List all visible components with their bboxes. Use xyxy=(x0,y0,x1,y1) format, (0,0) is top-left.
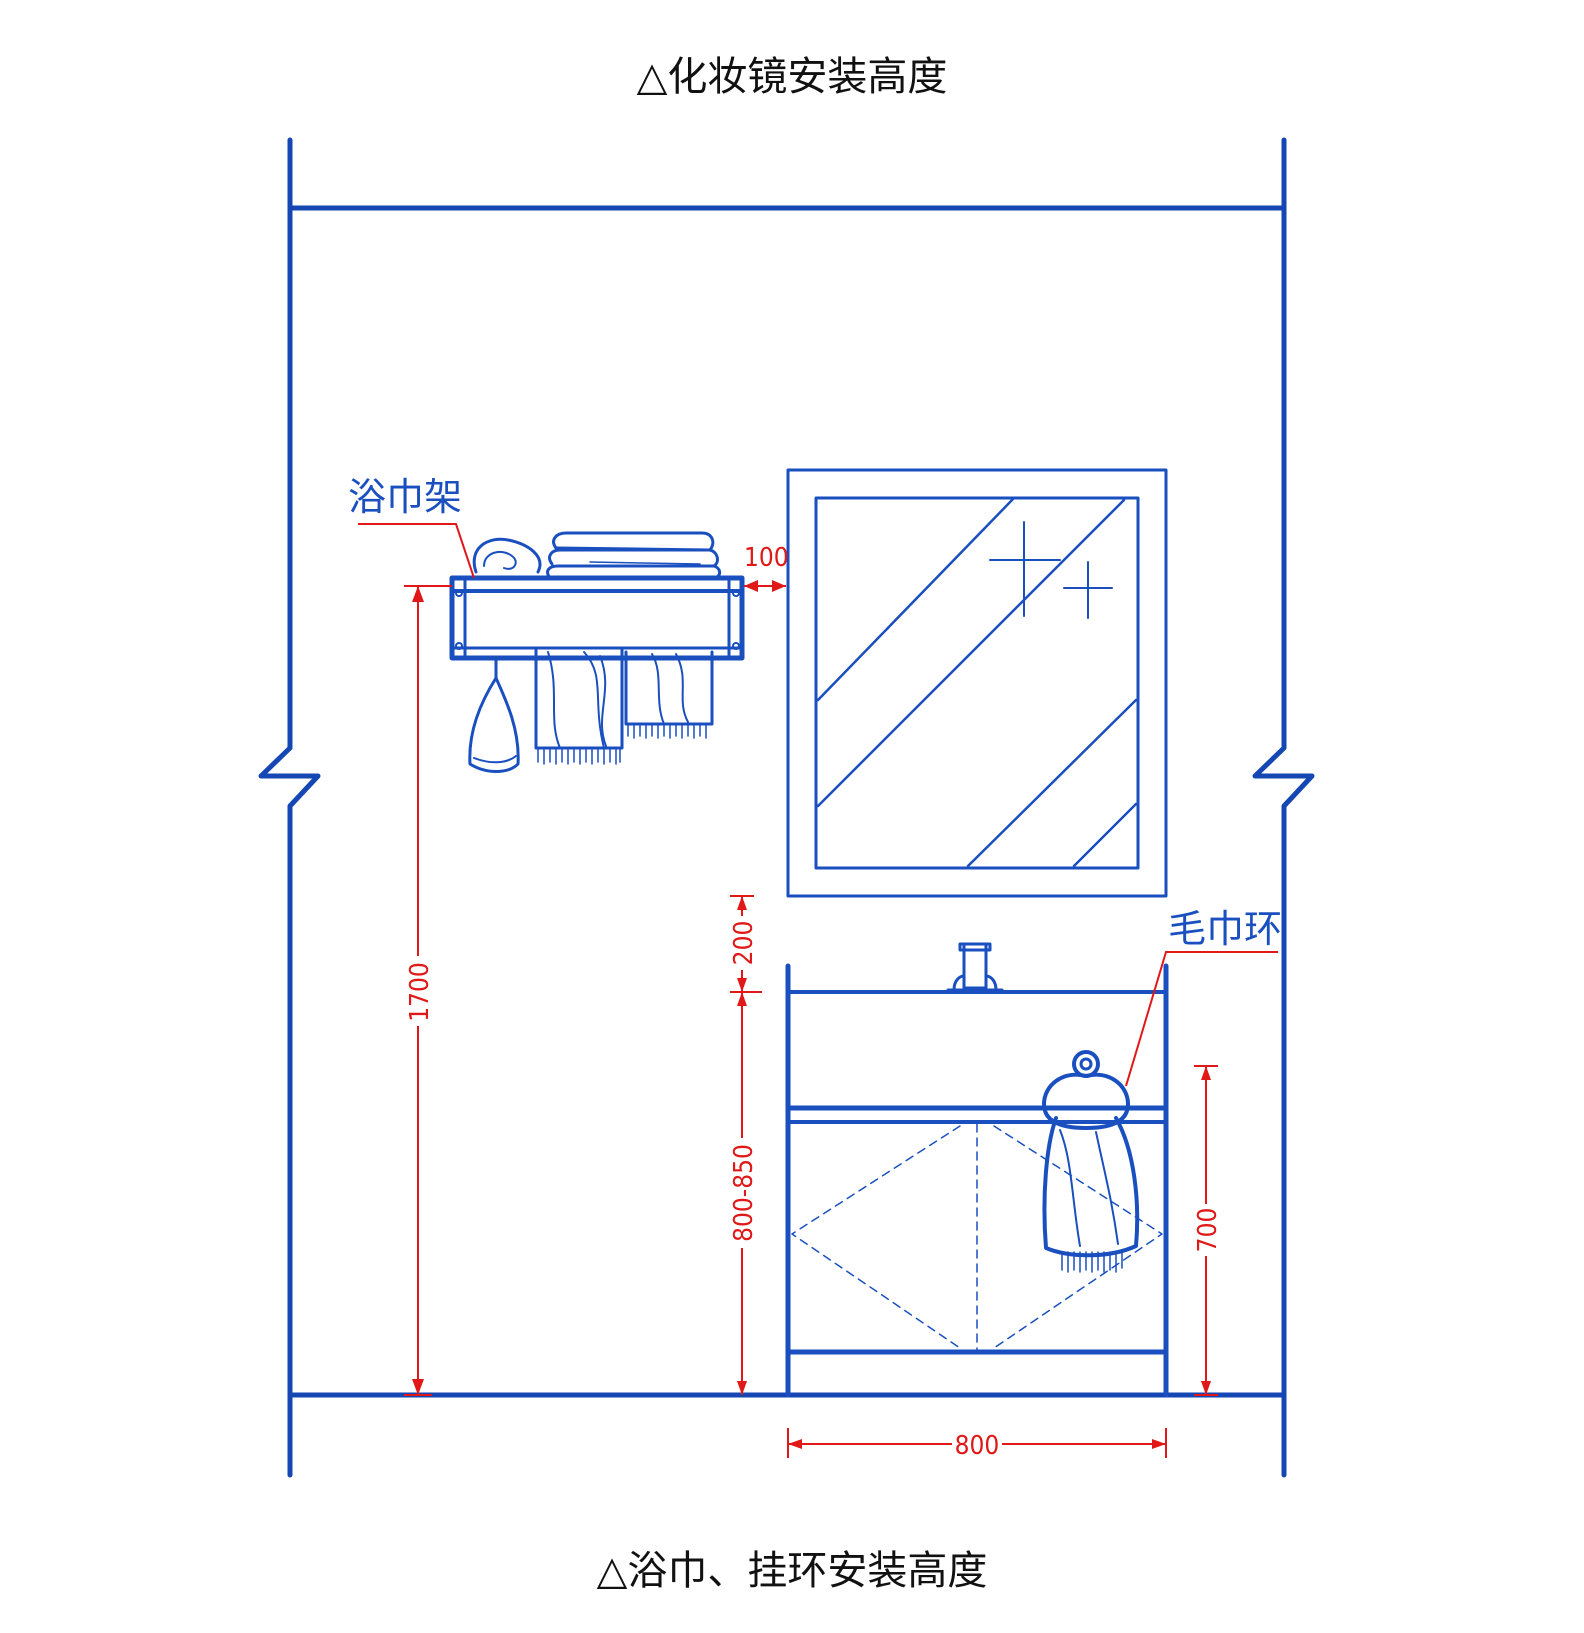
vanity-mirror xyxy=(786,468,1168,898)
towel-rack xyxy=(449,531,745,773)
basin-height-dimension: 800-850 xyxy=(728,992,759,1395)
sparkle-icon xyxy=(989,521,1113,619)
mirror-basin-gap-value: 200 xyxy=(729,921,759,966)
cabinet-width-value: 800 xyxy=(955,1431,1000,1461)
rack-height-dimension: 1700 xyxy=(404,585,452,1396)
mirror-basin-gap-dimension: 200 xyxy=(728,895,762,993)
rack-height-value: 1700 xyxy=(405,962,435,1022)
towel-ring-label: 毛巾环 xyxy=(1168,907,1282,951)
mirror-height-caption: △化妆镜安装高度 xyxy=(636,54,948,100)
towel-ring-leader xyxy=(1125,951,1278,1087)
faucet-icon xyxy=(946,942,1004,992)
towel-rack-leader xyxy=(358,523,475,579)
gap-value: 100 xyxy=(744,543,789,573)
towel-rack-label: 浴巾架 xyxy=(348,475,462,519)
towel-ring-height-caption: △浴巾、挂环安装高度 xyxy=(596,1548,988,1594)
towel-ring-icon xyxy=(1042,1050,1140,1273)
ring-height-value: 700 xyxy=(1193,1208,1223,1253)
basin-height-value: 800-850 xyxy=(729,1144,759,1242)
vanity-cabinet xyxy=(785,942,1169,1398)
cabinet-width-dimension: 800 xyxy=(787,1428,1167,1461)
rack-mirror-gap-dimension: 100 xyxy=(744,543,789,592)
ring-height-dimension: 700 xyxy=(1192,1065,1223,1396)
